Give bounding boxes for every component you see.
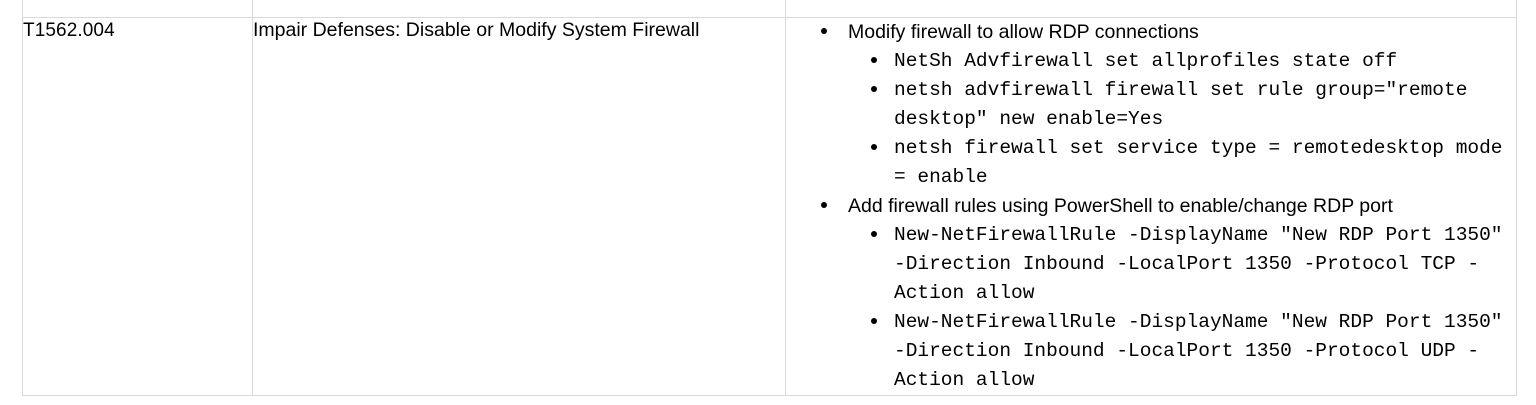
bullet-icon: [871, 231, 877, 237]
procedures-cell: Modify firewall to allow RDP connections…: [785, 17, 1517, 396]
list-item: Add firewall rules using PowerShell to e…: [786, 192, 1516, 395]
technique-name-cell: Impair Defenses: Disable or Modify Syste…: [252, 17, 786, 396]
list-item: Modify firewall to allow RDP connections…: [786, 18, 1516, 192]
list-item: New-NetFirewallRule -DisplayName "New RD…: [848, 308, 1516, 395]
list-item: New-NetFirewallRule -DisplayName "New RD…: [848, 221, 1516, 308]
procedure-list: Modify firewall to allow RDP connections…: [786, 18, 1516, 395]
procedure-label: Modify firewall to allow RDP connections: [848, 21, 1199, 43]
table-row-previous-clipped: [22, 0, 1517, 18]
cell-previous-name: [252, 0, 786, 18]
procedure-label: Add firewall rules using PowerShell to e…: [848, 195, 1393, 217]
command-text: netsh advfirewall firewall set rule grou…: [894, 79, 1480, 130]
technique-table: T1562.004 Impair Defenses: Disable or Mo…: [22, 0, 1517, 396]
list-item: netsh firewall set service type = remote…: [848, 134, 1516, 192]
table-row: T1562.004 Impair Defenses: Disable or Mo…: [22, 17, 1517, 396]
command-text: netsh firewall set service type = remote…: [894, 137, 1515, 188]
bullet-icon: [821, 202, 827, 208]
list-item: netsh advfirewall firewall set rule grou…: [848, 76, 1516, 134]
command-text: New-NetFirewallRule -DisplayName "New RD…: [894, 311, 1515, 391]
technique-id-text: T1562.004: [23, 20, 115, 41]
bullet-icon: [871, 86, 877, 92]
command-text: New-NetFirewallRule -DisplayName "New RD…: [894, 224, 1515, 304]
technique-id-cell: T1562.004: [22, 17, 253, 396]
bullet-icon: [871, 144, 877, 150]
cell-previous-id: [22, 0, 253, 18]
bullet-icon: [871, 57, 877, 63]
cell-previous-procedures: [785, 0, 1517, 18]
list-item: NetSh Advfirewall set allprofiles state …: [848, 47, 1516, 76]
bullet-icon: [871, 318, 877, 324]
command-list: NetSh Advfirewall set allprofiles state …: [848, 47, 1516, 192]
technique-name-text: Impair Defenses: Disable or Modify Syste…: [253, 19, 700, 41]
bullet-icon: [821, 28, 827, 34]
command-list: New-NetFirewallRule -DisplayName "New RD…: [848, 221, 1516, 395]
command-text: NetSh Advfirewall set allprofiles state …: [894, 50, 1398, 72]
